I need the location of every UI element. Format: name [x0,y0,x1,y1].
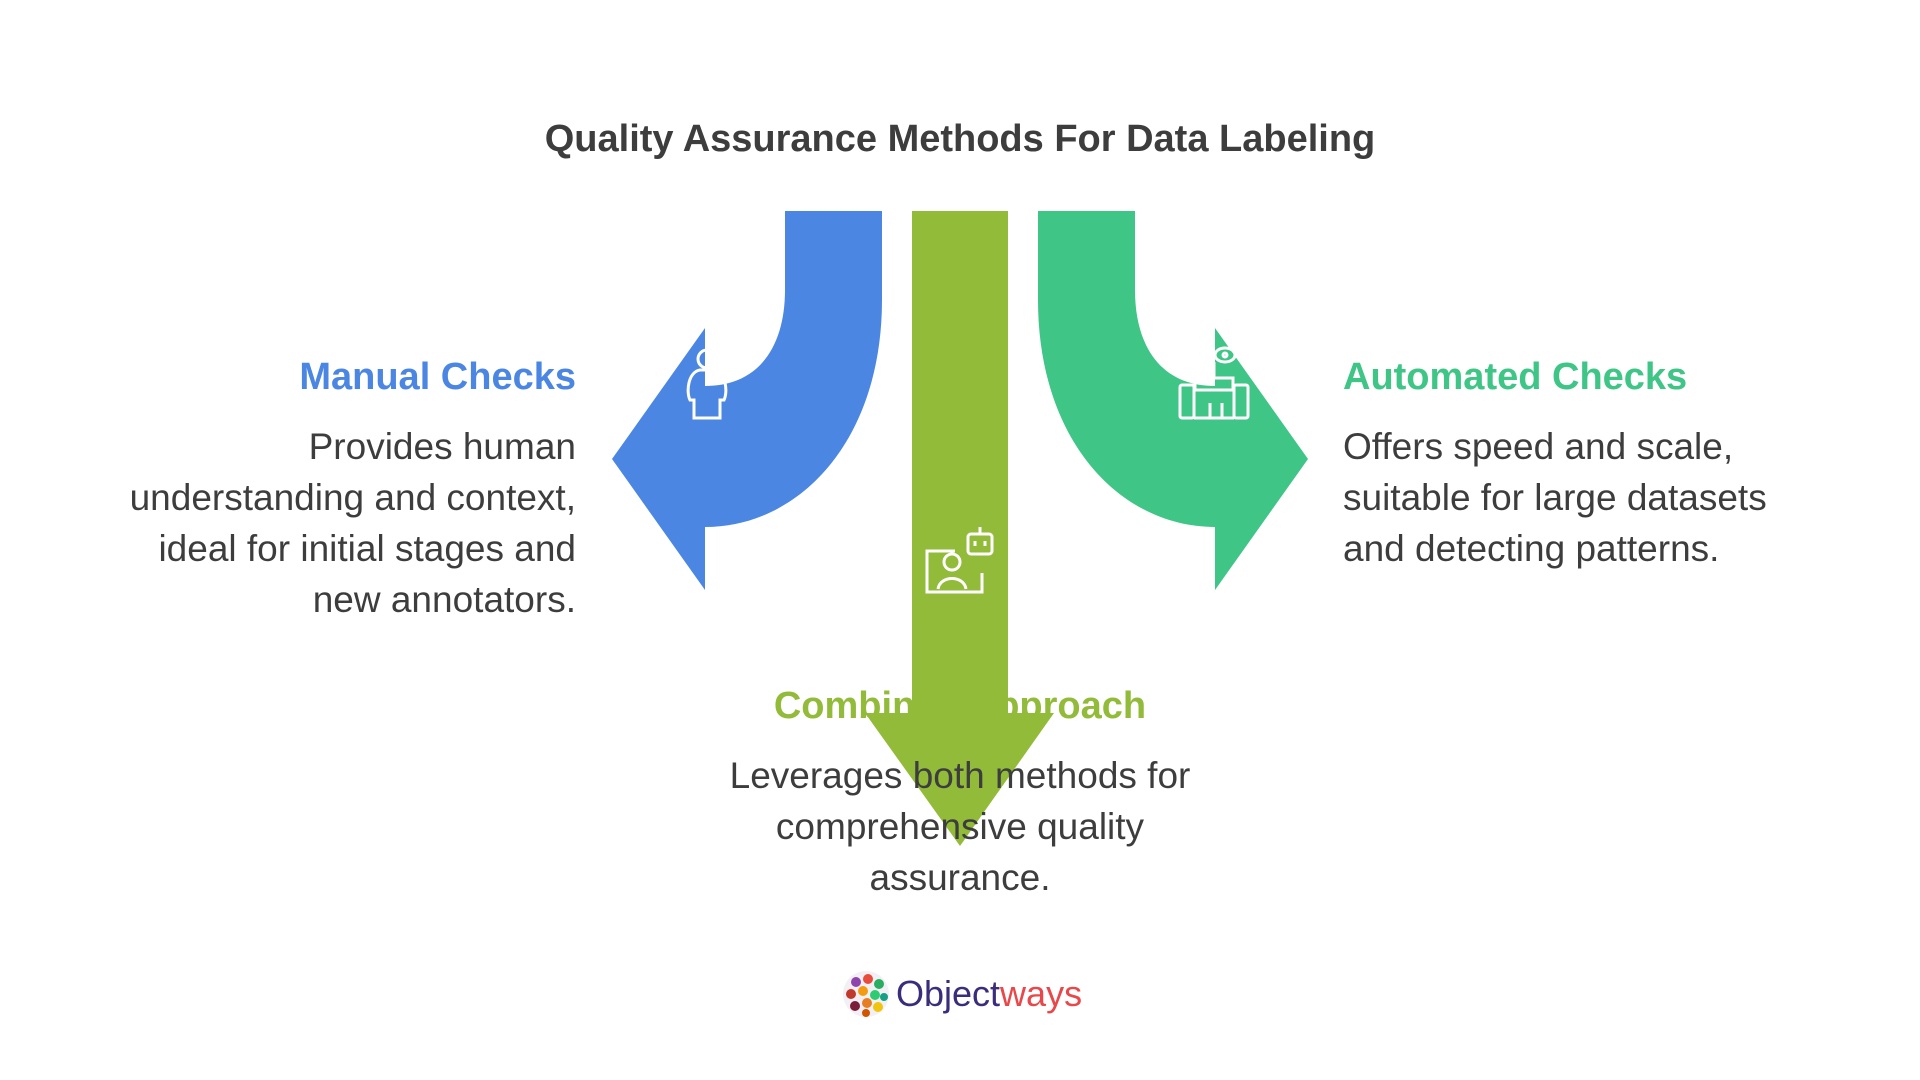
manual-checks-section: Manual Checks Provides human understandi… [16,356,576,625]
combined-approach-line: assurance. [869,857,1051,898]
logo-text-ways: ways [1000,973,1083,1014]
manual-checks-line: ideal for initial stages and [158,528,576,569]
automated-checks-heading: Automated Checks [1343,356,1688,398]
combined-approach-line: comprehensive quality [775,806,1145,847]
combined-approach-section: Combined Approach Leverages both methods… [640,685,1280,903]
manual-checks-line: understanding and context, [129,477,576,518]
manual-checks-line: new annotators. [312,579,576,620]
combined-approach-line: Leverages both methods for [729,755,1191,796]
page-title: Quality Assurance Methods For Data Label… [544,118,1376,160]
manual-checks-line: Provides human [308,426,576,467]
robot-icon [1178,346,1250,420]
person-robot-icon [925,527,994,594]
automated-checks-line: Offers speed and scale, [1343,426,1734,467]
automated-arrow [1038,211,1308,590]
manual-checks-heading: Manual Checks [299,356,576,398]
combined-arrow [865,211,1054,846]
objectways-logo: Objectways [842,970,1082,1018]
logo-text-object: Object [896,973,1001,1014]
automated-checks-section: Automated Checks Offers speed and scale,… [1343,356,1903,574]
automated-checks-line: suitable for large datasets [1343,477,1767,518]
combined-approach-heading: Combined Approach [773,685,1147,727]
globe-logo-icon [843,971,889,1017]
person-icon [686,348,728,420]
automated-checks-line: and detecting patterns. [1343,528,1720,569]
manual-arrow [612,211,882,590]
